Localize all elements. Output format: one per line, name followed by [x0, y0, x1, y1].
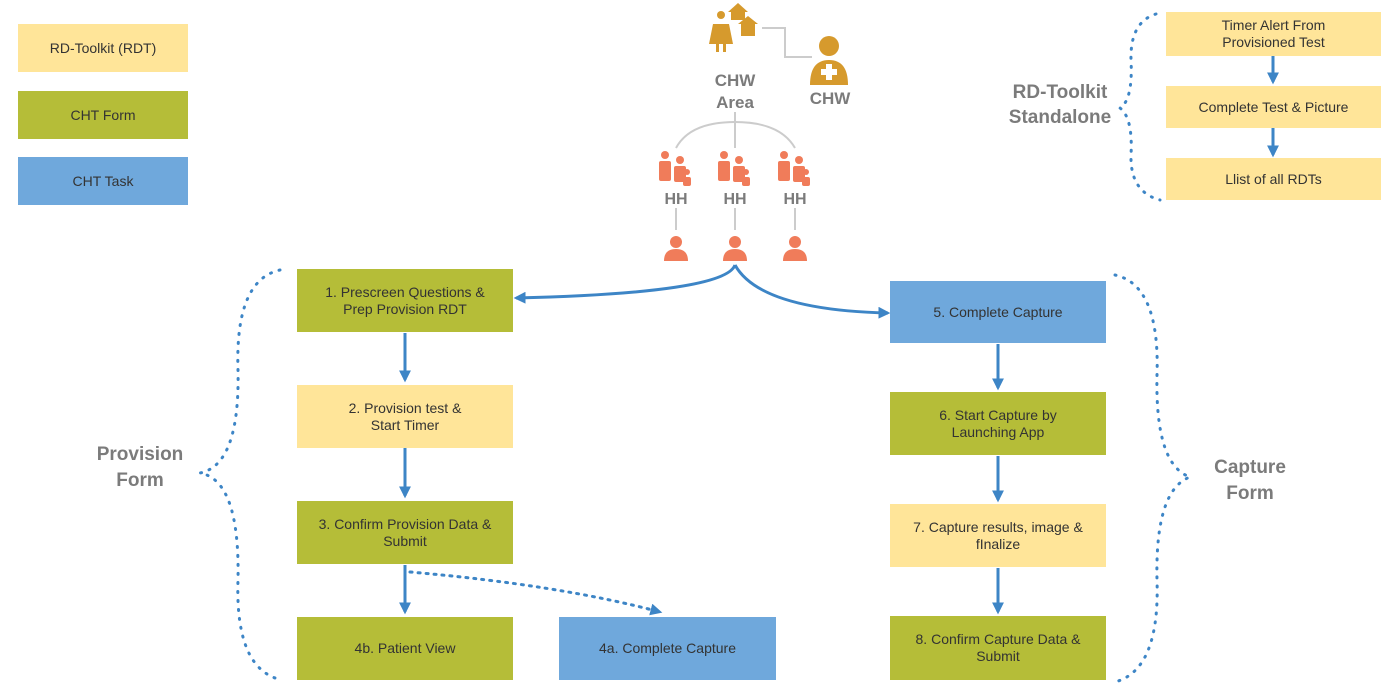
provision-step-4b: 4b. Patient View	[297, 617, 513, 680]
provision-step-2: 2. Provision test & Start Timer	[297, 385, 513, 448]
capture-step-7: 7. Capture results, image & fInalize	[890, 504, 1106, 567]
hierarchy-lines	[675, 27, 812, 230]
legend-rdt: RD-Toolkit (RDT)	[18, 24, 188, 72]
household-icon	[778, 151, 810, 186]
provision-step-3: 3. Confirm Provision Data & Submit	[297, 501, 513, 564]
provision-form-label: Provision Form	[96, 444, 184, 491]
legend-cht-form: CHT Form	[18, 91, 188, 139]
person-icon	[783, 236, 807, 261]
capture-form-label: Capture Form	[1214, 457, 1286, 504]
chw-area-icon	[709, 3, 758, 52]
flow-arrows	[399, 56, 1279, 615]
brace-brackets	[199, 12, 1195, 684]
chw-label: CHW	[809, 89, 851, 108]
hh-label: HH	[723, 191, 747, 208]
capture-step-5: 5. Complete Capture	[890, 281, 1106, 343]
capture-step-8: 8. Confirm Capture Data & Submit	[890, 616, 1106, 680]
standalone-step-complete-test: Complete Test & Picture	[1166, 86, 1381, 128]
standalone-step-timer-alert: Timer Alert From Provisioned Test	[1166, 12, 1381, 56]
chw-icon	[810, 36, 848, 85]
legend-cht-task: CHT Task	[18, 157, 188, 205]
person-icon	[664, 236, 688, 261]
standalone-label: RD-Toolkit Standalone	[1008, 82, 1112, 128]
dotted-arrow-4a	[408, 570, 663, 616]
standalone-step-list-rdts: Llist of all RDTs	[1166, 158, 1381, 200]
capture-step-6: 6. Start Capture by Launching App	[890, 392, 1106, 455]
hh-label: HH	[664, 191, 688, 208]
chw-area-label: CHW Area	[714, 71, 756, 112]
household-icon	[659, 151, 691, 186]
provision-step-4a: 4a. Complete Capture	[559, 617, 776, 680]
hh-label: HH	[783, 191, 807, 208]
person-icon	[723, 236, 747, 261]
provision-step-1: 1. Prescreen Questions & Prep Provision …	[297, 269, 513, 332]
household-icon	[718, 151, 750, 186]
